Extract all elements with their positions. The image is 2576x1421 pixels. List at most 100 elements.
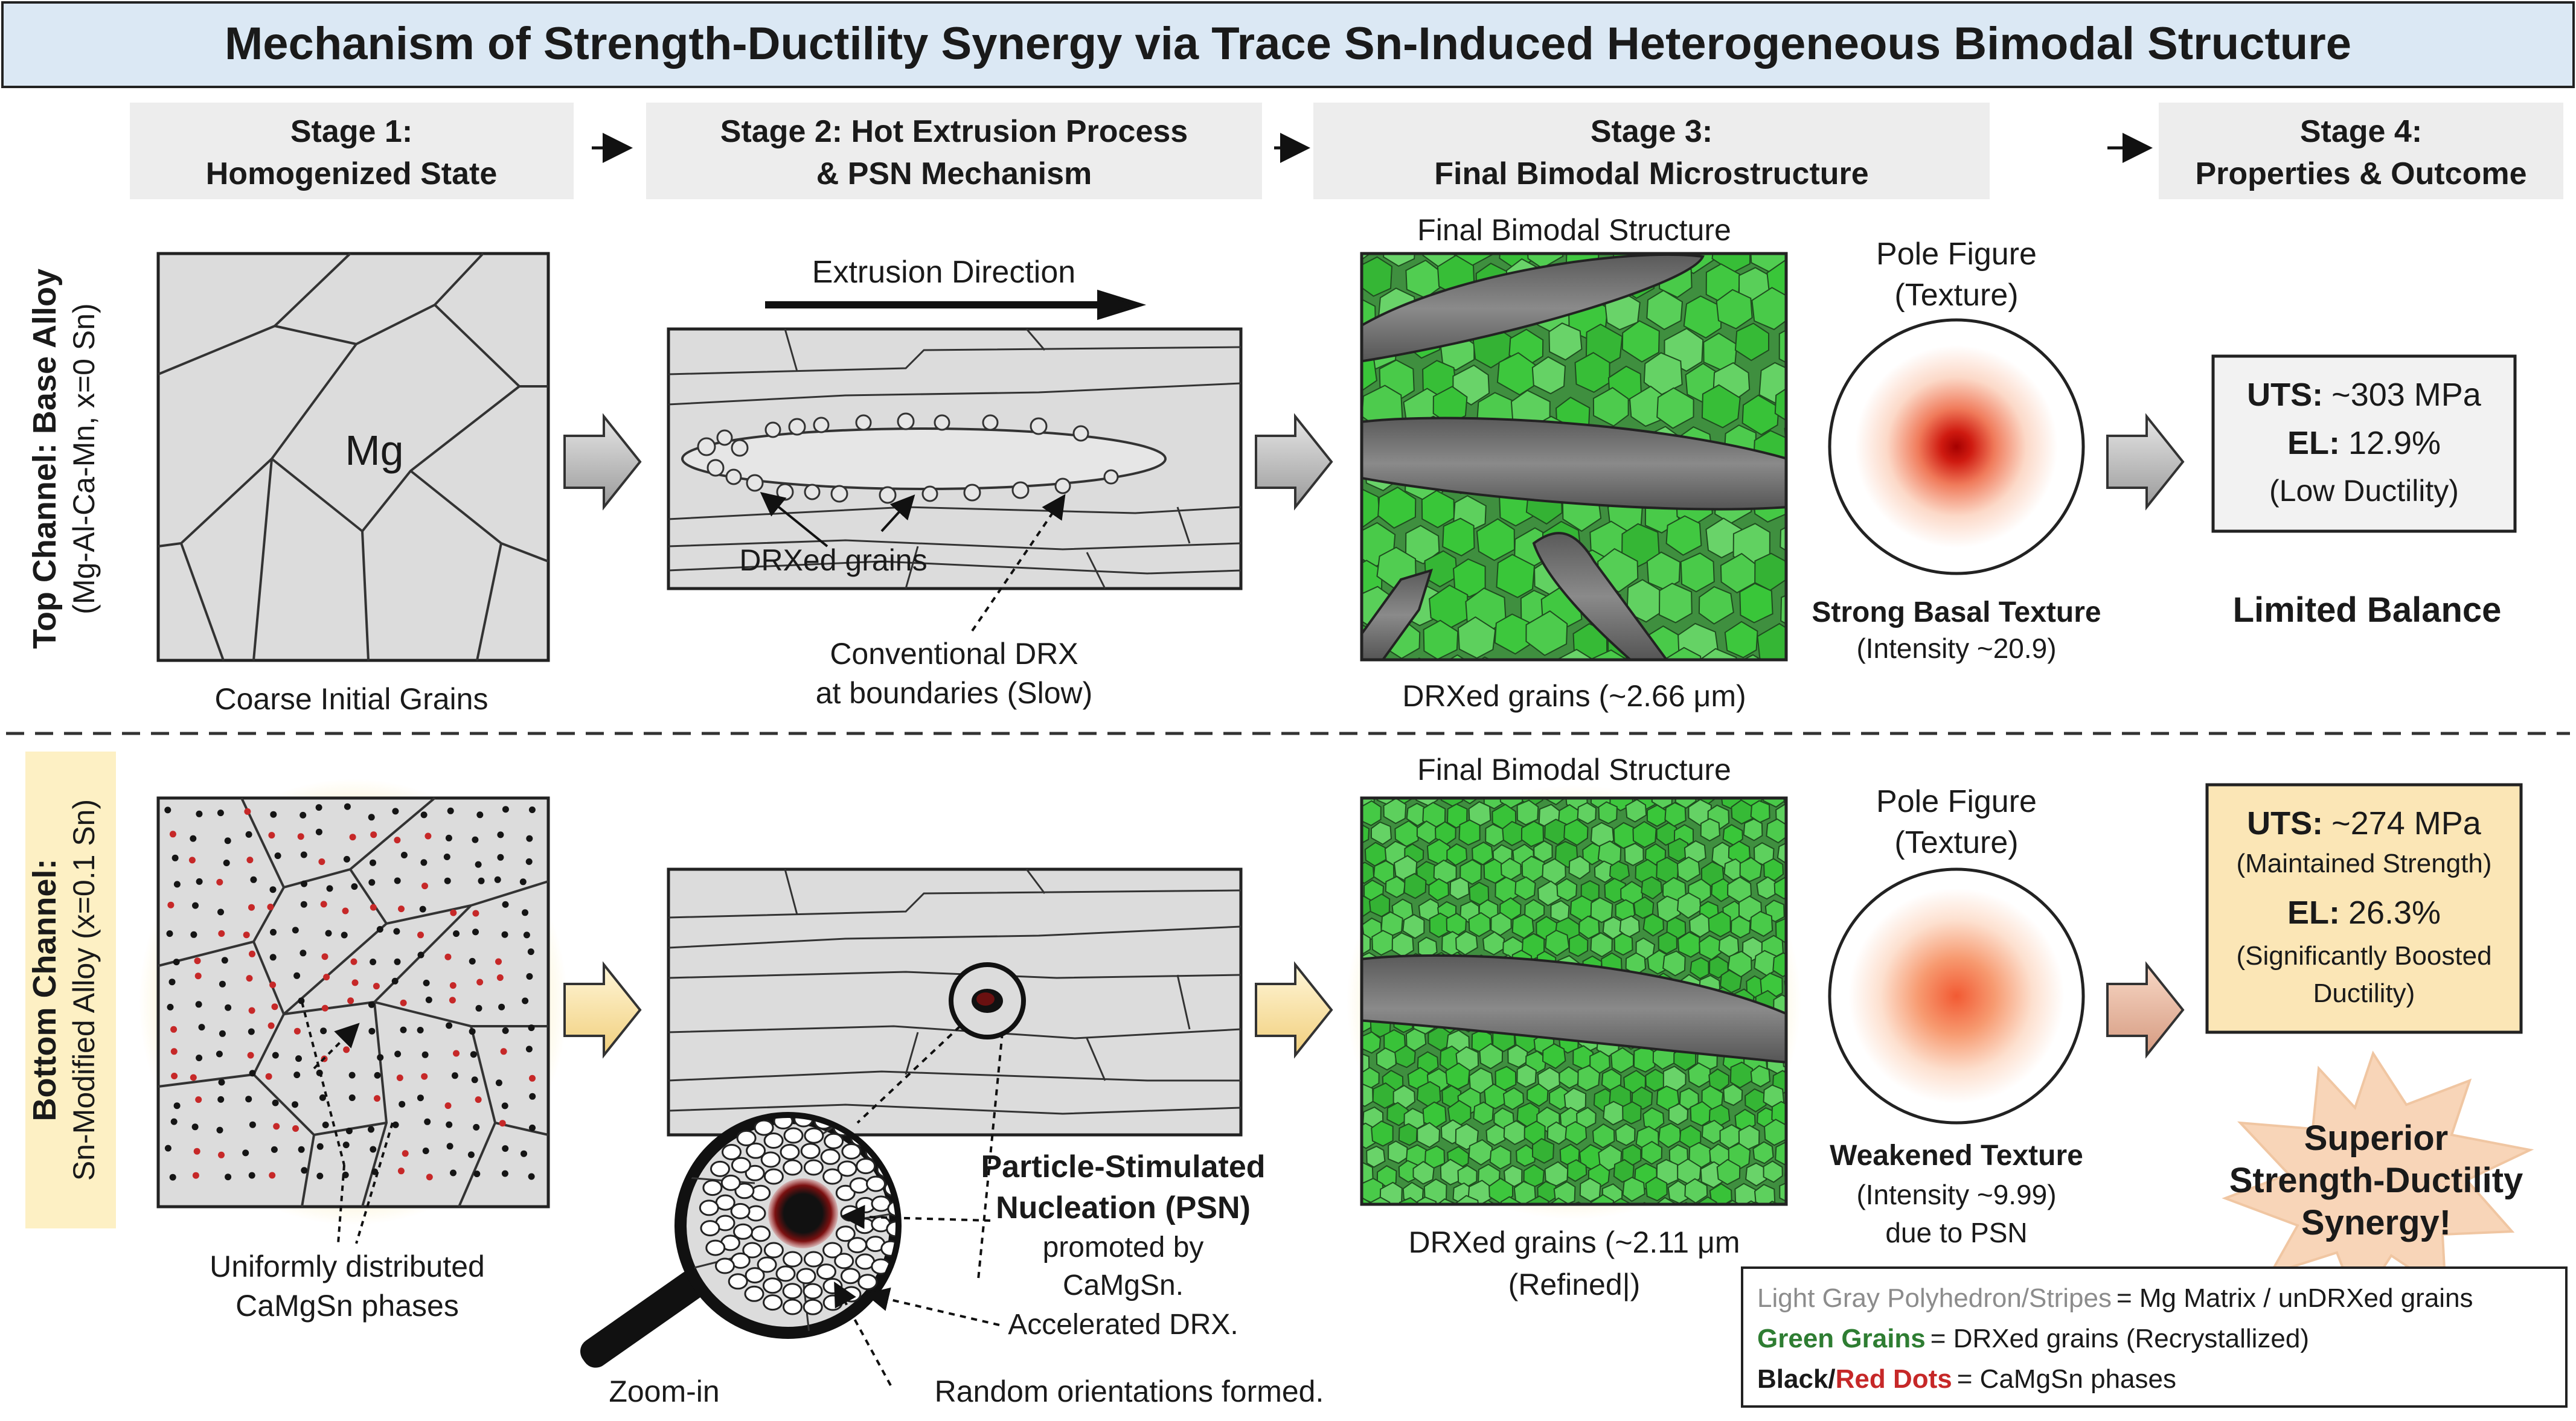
drx-grain xyxy=(1427,1025,1451,1052)
drx-grain xyxy=(1577,1065,1601,1091)
drx-grain xyxy=(1423,1178,1447,1204)
camgsn-dot xyxy=(171,854,179,861)
drx-grain xyxy=(1674,798,1697,809)
drx-grain xyxy=(1327,934,1348,959)
zoom-grain xyxy=(699,1199,719,1216)
camgsn-dot xyxy=(443,854,450,860)
camgsn-dot xyxy=(368,1027,376,1035)
drx-grain xyxy=(1592,387,1629,427)
camgsn-dot xyxy=(502,1027,509,1034)
drx-grain xyxy=(1632,820,1657,848)
zoom-grain xyxy=(731,1157,751,1174)
drx-grain xyxy=(1708,1068,1729,1091)
top-el-label: EL: xyxy=(2287,425,2340,461)
zoom-grain xyxy=(837,1160,857,1177)
camgsn-dot xyxy=(522,997,529,1004)
camgsn-dot xyxy=(343,855,350,863)
camgsn-dot xyxy=(519,878,527,886)
camgsn-dot xyxy=(248,1172,255,1179)
zoom-grain xyxy=(857,1274,878,1291)
stage-1-line1: Stage 1: xyxy=(290,114,412,149)
camgsn-dot xyxy=(501,1102,508,1110)
bottom-el-value: 26.3% xyxy=(2348,895,2441,931)
camgsn-dot xyxy=(342,907,349,915)
burst-line1: Superior xyxy=(2304,1119,2449,1158)
coarse-grains-caption: Coarse Initial Grains xyxy=(215,682,489,716)
camgsn-dot xyxy=(167,901,175,908)
camgsn-dot xyxy=(167,1003,174,1011)
camgsn-dot xyxy=(451,1072,458,1079)
drx-grain xyxy=(1676,856,1700,883)
zoom-grain xyxy=(763,1242,784,1259)
camgsn-dot xyxy=(301,880,307,887)
zoom-grain xyxy=(822,1242,843,1259)
camgsn-dot xyxy=(267,904,274,910)
drx-grain xyxy=(1778,329,1786,363)
camgsn-dot xyxy=(348,1071,356,1079)
drx-grain xyxy=(1621,320,1660,363)
bottom-uts-value: ~274 MPa xyxy=(2331,805,2482,841)
drx-grain xyxy=(1542,1043,1566,1070)
zoom-grain xyxy=(730,1202,751,1219)
extrusion-direction-arrow xyxy=(765,289,1147,321)
drx-grain xyxy=(1680,552,1715,593)
drx-grain xyxy=(1641,876,1663,900)
drx-grain xyxy=(1799,1145,1822,1170)
stage-headers: Stage 1: Homogenized State Stage 2: Hot … xyxy=(130,103,2563,199)
legend-key-1: Light Gray Polyhedron/Stripes xyxy=(1757,1283,2112,1313)
camgsn-dot xyxy=(292,927,299,934)
drx-grain xyxy=(1496,554,1536,598)
random-orient-pointer xyxy=(834,1281,892,1386)
camgsn-dot xyxy=(424,1118,431,1125)
bottom-pole-line1: Pole Figure xyxy=(1876,784,2037,819)
drx-grain xyxy=(1743,818,1763,841)
drx-grain xyxy=(1556,878,1578,902)
drx-grain xyxy=(1699,648,1737,660)
drx-grain xyxy=(1773,877,1786,899)
zoom-grain xyxy=(803,1159,824,1176)
camgsn-dot xyxy=(166,930,173,937)
camgsn-dot xyxy=(421,1051,429,1058)
zoom-grain xyxy=(820,1148,841,1165)
drx-grain xyxy=(1708,956,1729,979)
drx-grain xyxy=(1565,1121,1588,1146)
drx-grain xyxy=(1402,913,1425,939)
camgsn-dot xyxy=(392,1121,399,1128)
camgsn-dot xyxy=(445,834,452,841)
drx-grain xyxy=(1446,803,1468,829)
camgsn-dot xyxy=(473,1123,480,1131)
legend-box xyxy=(1741,1266,2568,1408)
bottom-bimodal-panel xyxy=(1327,796,1822,1206)
camgsn-dot xyxy=(478,877,485,884)
camgsn-dot xyxy=(173,881,181,888)
camgsn-dot xyxy=(475,1096,482,1103)
top-properties-box xyxy=(2211,354,2517,533)
drx-grain xyxy=(1739,857,1763,883)
legend-key-3b: Red Dots xyxy=(1836,1364,1952,1394)
camgsn-dot xyxy=(470,1051,477,1058)
drx-grain xyxy=(1577,802,1597,825)
camgsn-dot xyxy=(370,1146,377,1153)
drx-grain xyxy=(1667,837,1689,863)
camgsn-dot xyxy=(376,926,383,933)
camgsn-dot xyxy=(195,1001,202,1008)
drx-grain xyxy=(1417,1196,1437,1204)
drx-grain xyxy=(1527,1083,1549,1107)
drx-grain xyxy=(1646,804,1667,827)
camgsn-dot xyxy=(169,1174,176,1181)
camgsn-dot xyxy=(271,1003,278,1011)
bottom-channel-highlight xyxy=(25,752,116,1228)
drx-grain xyxy=(1796,356,1828,391)
drx-grain xyxy=(1709,1183,1732,1204)
camgsn-dot xyxy=(321,953,328,960)
top-ductility-note: (Low Ductility) xyxy=(2269,474,2459,508)
camgsn-dot xyxy=(269,982,277,988)
drx-grain xyxy=(1658,1122,1682,1148)
zoom-grain xyxy=(800,1143,821,1160)
drx-grain xyxy=(1386,1102,1409,1126)
drx-grain xyxy=(1797,487,1833,527)
camgsn-dot xyxy=(523,931,530,939)
camgsn-dot xyxy=(194,957,201,965)
camgsn-dot xyxy=(221,957,228,964)
